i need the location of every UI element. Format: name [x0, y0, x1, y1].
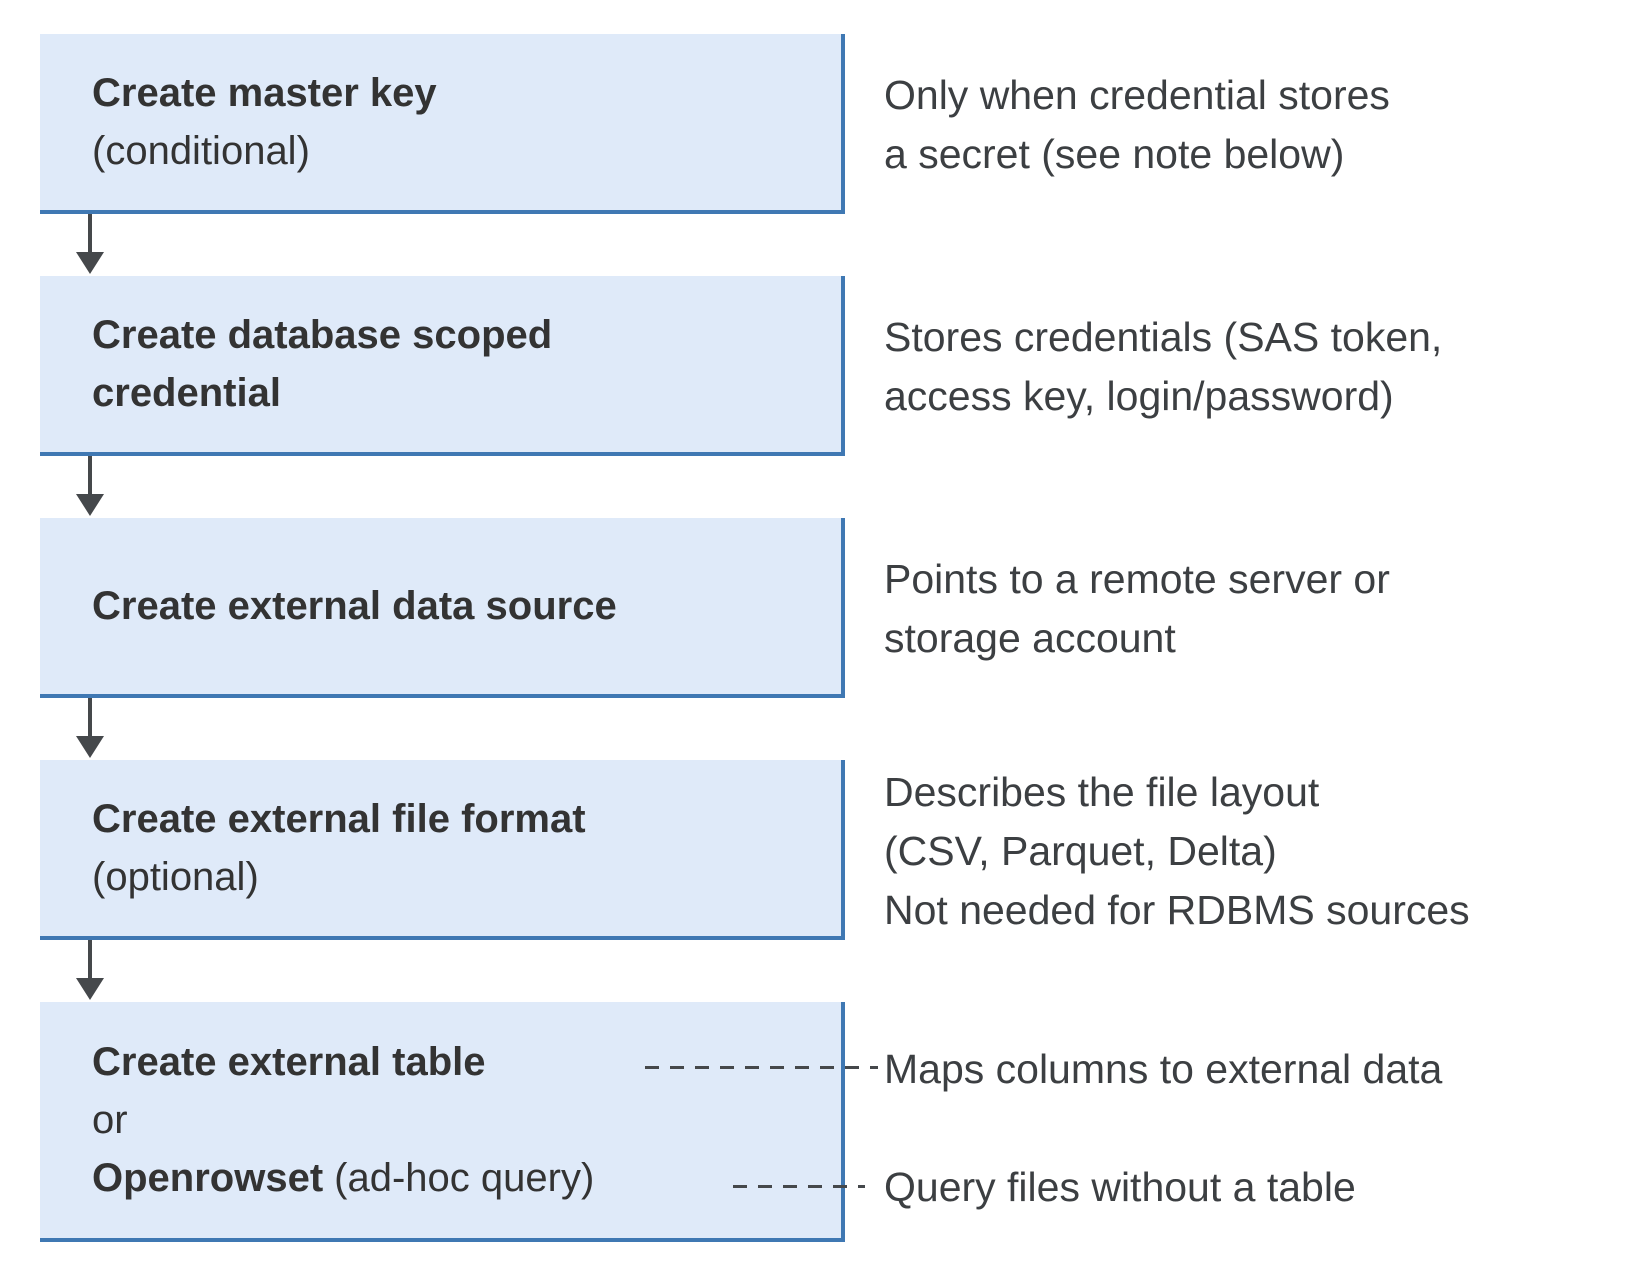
note-line: Points to a remote server or	[884, 556, 1390, 602]
step-title: credential	[92, 371, 281, 415]
step-box-create-external-file-format: Create external file format (optional)	[40, 760, 845, 940]
flow-arrow-icon	[76, 698, 104, 758]
note-line: a secret (see note below)	[884, 131, 1345, 177]
step-title: Create master key	[92, 71, 437, 115]
step-conjunction: or	[92, 1098, 128, 1142]
note-line: Stores credentials (SAS token,	[884, 314, 1443, 360]
step-note: Only when credential stores a secret (se…	[884, 66, 1624, 184]
flow-arrow-icon	[76, 940, 104, 1000]
dashed-connector-line	[645, 1066, 878, 1069]
step-option-create-external-table: Create external table	[92, 1040, 486, 1084]
step-option-rest: (ad-hoc query)	[334, 1156, 595, 1200]
step-box-create-external-data-source: Create external data source	[40, 518, 845, 698]
dashed-connector-line	[733, 1185, 865, 1188]
step-note: Points to a remote server or storage acc…	[884, 550, 1624, 668]
connector-note-external-table: Maps columns to external data	[884, 1046, 1443, 1092]
note-line: storage account	[884, 615, 1176, 661]
flow-arrow-icon	[76, 456, 104, 516]
step-option-openrowset: Openrowset(ad-hoc query)	[92, 1149, 841, 1207]
step-box-create-external-table-or-openrowset: Create external table or Openrowset(ad-h…	[40, 1002, 845, 1242]
flow-arrow-icon	[76, 214, 104, 274]
step-title: Create external file format	[92, 797, 586, 841]
step-box-create-master-key: Create master key (conditional)	[40, 34, 845, 214]
step-option-bold: Openrowset	[92, 1156, 324, 1200]
connector-note-openrowset: Query files without a table	[884, 1164, 1356, 1210]
note-line: access key, login/password)	[884, 373, 1394, 419]
step-title: Create external data source	[92, 584, 617, 628]
note-line: Describes the file layout	[884, 769, 1320, 815]
note-line: (CSV, Parquet, Delta)	[884, 828, 1277, 874]
note-line: Only when credential stores	[884, 72, 1390, 118]
step-note: Stores credentials (SAS token, access ke…	[884, 308, 1624, 426]
step-title: Create database scoped	[92, 313, 553, 357]
step-note: Describes the file layout (CSV, Parquet,…	[884, 763, 1624, 940]
step-subtitle: (optional)	[92, 855, 259, 899]
step-box-create-database-scoped-credential: Create database scoped credential	[40, 276, 845, 456]
step-subtitle: (conditional)	[92, 129, 310, 173]
note-line: Not needed for RDBMS sources	[884, 887, 1470, 933]
